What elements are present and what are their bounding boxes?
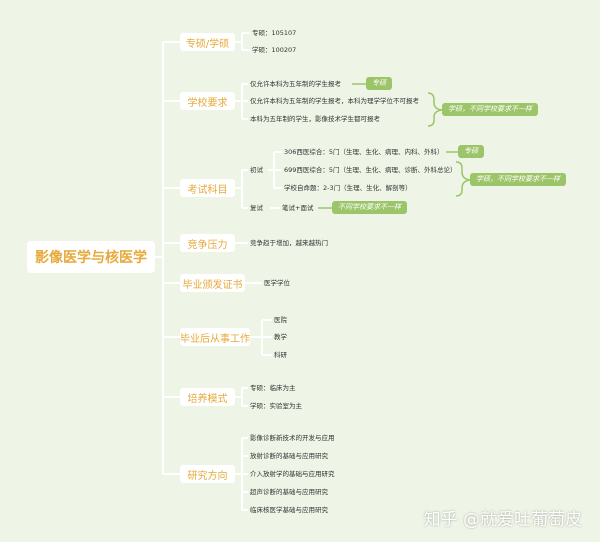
leaf-item: 本科为五年制的学生，影像技术学生都可报考: [250, 115, 380, 123]
branch-exam-subjects[interactable]: 考试科目: [180, 179, 235, 197]
leaf-retest: 复试: [250, 204, 263, 212]
branch-competition[interactable]: 竞争压力: [180, 234, 235, 252]
leaf-item: 超声诊断的基础与应用研究: [250, 488, 328, 496]
branch-school-requirements[interactable]: 学校要求: [180, 92, 235, 110]
branch-research[interactable]: 研究方向: [180, 465, 235, 483]
watermark: 知乎 @就爱吐葡萄皮: [423, 510, 582, 530]
leaf-item: 竞争趋于增加，越来越热门: [250, 239, 328, 247]
tag-academic-note: 学硕，不同学校要求不一样: [442, 103, 538, 116]
branch-label: 培养模式: [187, 393, 228, 405]
leaf-item: 笔试+面试: [282, 204, 314, 212]
leaf-item: 放射诊断的基础与应用研究: [250, 452, 328, 460]
leaf-item: 699西医综合：5门（生理、生化、病理、诊断、外科总论）: [284, 166, 457, 174]
leaf-item: 仅允许本科为五年制的学生报考，本科为理学学位不可报考: [250, 97, 419, 105]
leaf-item: 专硕：105107: [252, 29, 297, 37]
leaf-item: 仅允许本科为五年制的学生报考: [250, 80, 341, 88]
leaf-item: 学硕：实验室为主: [250, 402, 302, 410]
tag-retest-note: 不同学校要求不一样: [332, 201, 407, 214]
leaf-item: 教学: [274, 333, 287, 341]
leaf-item: 介入放射学的基础与应用研究: [250, 470, 335, 478]
leaf-item: 医学学位: [264, 279, 290, 287]
branch-label: 毕业后从事工作: [180, 333, 250, 345]
branch-degree-type[interactable]: 专硕/学硕: [180, 33, 235, 51]
leaf-item: 医院: [274, 316, 287, 324]
tag-academic-note: 学硕，不同学校要求不一样: [470, 173, 566, 186]
branch-training[interactable]: 培养模式: [180, 388, 235, 406]
tag-professional: 专硕: [458, 145, 484, 158]
leaf-item: 科研: [274, 351, 287, 359]
leaf-item: 306西医综合：5门（生理、生化、病理、内科、外科）: [284, 148, 444, 156]
leaf-item: 学校自命题：2-3门（生理、生化、解剖等）: [284, 184, 412, 192]
leaf-item: 影像诊断新技术的开发与应用: [250, 434, 335, 442]
branch-certificate[interactable]: 毕业颁发证书: [180, 274, 245, 292]
root-node[interactable]: 影像医学与核医学: [27, 241, 155, 273]
leaf-item: 专硕：临床为主: [250, 384, 296, 392]
leaf-item: 临床核医学基础与应用研究: [250, 506, 328, 514]
branch-label: 学校要求: [187, 97, 228, 109]
branch-label: 研究方向: [187, 470, 228, 482]
branch-label: 考试科目: [187, 184, 228, 196]
branch-label: 专硕/学硕: [185, 38, 230, 50]
leaf-item: 学硕：100207: [252, 46, 297, 54]
root-label: 影像医学与核医学: [35, 250, 147, 266]
branch-career[interactable]: 毕业后从事工作: [180, 328, 250, 346]
leaf-prelim: 初试: [250, 166, 263, 174]
branch-label: 竞争压力: [187, 239, 228, 251]
tag-professional: 专硕: [366, 77, 392, 90]
branch-label: 毕业颁发证书: [182, 279, 243, 291]
